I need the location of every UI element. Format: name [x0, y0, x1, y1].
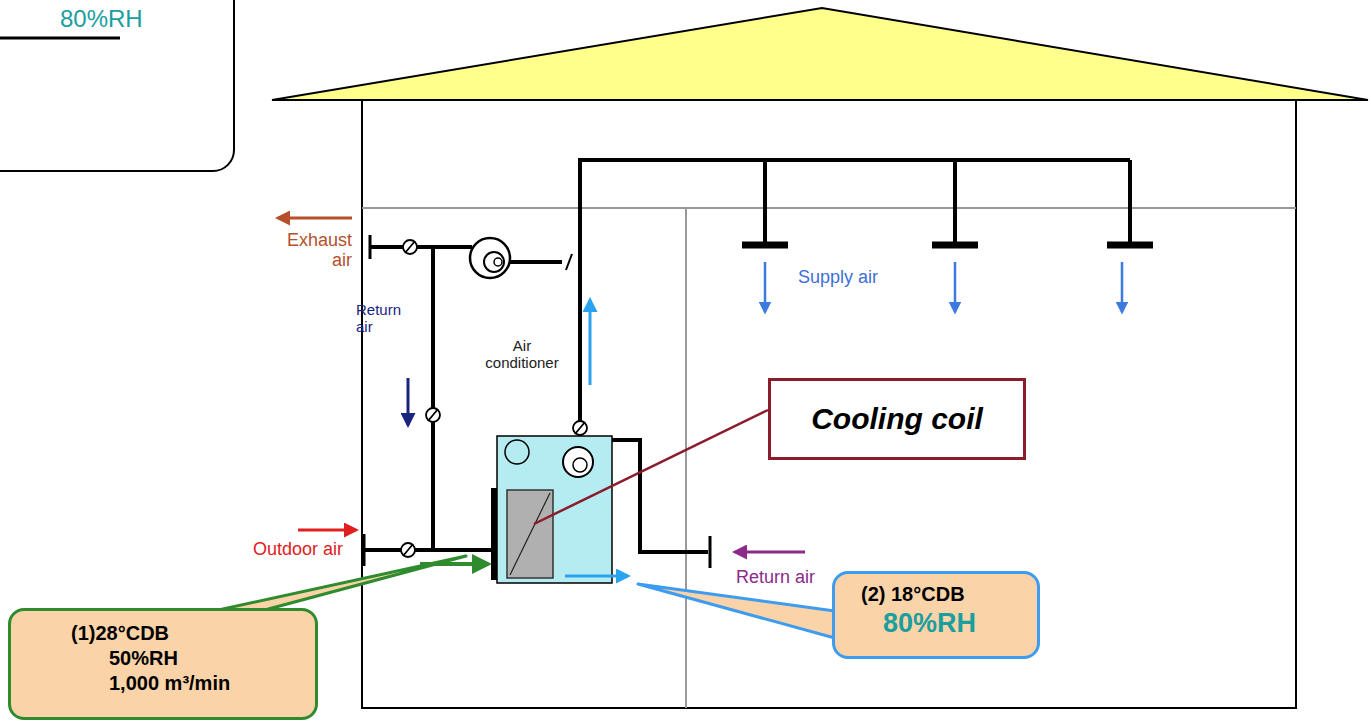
callout-box: Cooling coil [768, 378, 1026, 460]
building-wall [362, 100, 1296, 708]
air-conditioner-unit [497, 436, 612, 583]
condition-callout: (2) 18°CDB80%RH [832, 571, 1040, 659]
return-arrow [735, 551, 805, 554]
node-text: 80%RH [883, 607, 1023, 641]
ceiling-line [362, 207, 1296, 209]
cooling-coil-symbol [507, 490, 553, 578]
callout-pointer [638, 584, 842, 640]
roof [272, 8, 1368, 100]
supply-fan [563, 447, 593, 477]
condition-box: 80%RH [0, 0, 235, 172]
node-text: 50%RH [109, 646, 301, 671]
node-text-group: Cooling coil [811, 400, 983, 438]
condition-callout: (1)28°CDB50%RH1,000 m³/min [8, 608, 318, 720]
coil-outlet-arrow [565, 575, 628, 578]
node-text: (1)28°CDB [71, 621, 301, 646]
node-text: 80%RH [60, 4, 223, 34]
break-mark [566, 254, 572, 270]
return-arrow [407, 378, 410, 425]
leader-line [534, 410, 768, 524]
filter-bar [491, 488, 497, 580]
flow-label: Exhaust air [268, 231, 352, 271]
flow-label: Return air [356, 302, 412, 335]
supply-arrow [589, 300, 592, 385]
supply-arrow [765, 262, 1122, 312]
flow-label: Return air [736, 568, 815, 588]
underline [0, 37, 120, 40]
unit-label: Air conditioner [476, 338, 568, 371]
node-text-group: (2) 18°CDB80%RH [861, 582, 1023, 641]
node-text: 1,000 m³/min [109, 671, 301, 696]
exhaust-arrow [278, 217, 352, 220]
coil-diagonal [510, 493, 550, 575]
node-text-group: 80%RH [60, 4, 223, 34]
flow-label: Supply air [798, 268, 878, 288]
outdoor-duct [364, 534, 495, 566]
node-text: (2) 18°CDB [861, 582, 1023, 607]
return-duct [596, 440, 710, 568]
diffuser [742, 242, 1153, 249]
outdoor-arrow [298, 529, 356, 532]
partition-line [685, 208, 687, 708]
flow-label: Outdoor air [253, 540, 343, 560]
node-text-group: (1)28°CDB50%RH1,000 m³/min [71, 621, 301, 696]
motor [505, 440, 529, 464]
callout-pointer [200, 556, 466, 614]
return-fan [470, 238, 510, 278]
node-text: Cooling coil [811, 400, 983, 438]
